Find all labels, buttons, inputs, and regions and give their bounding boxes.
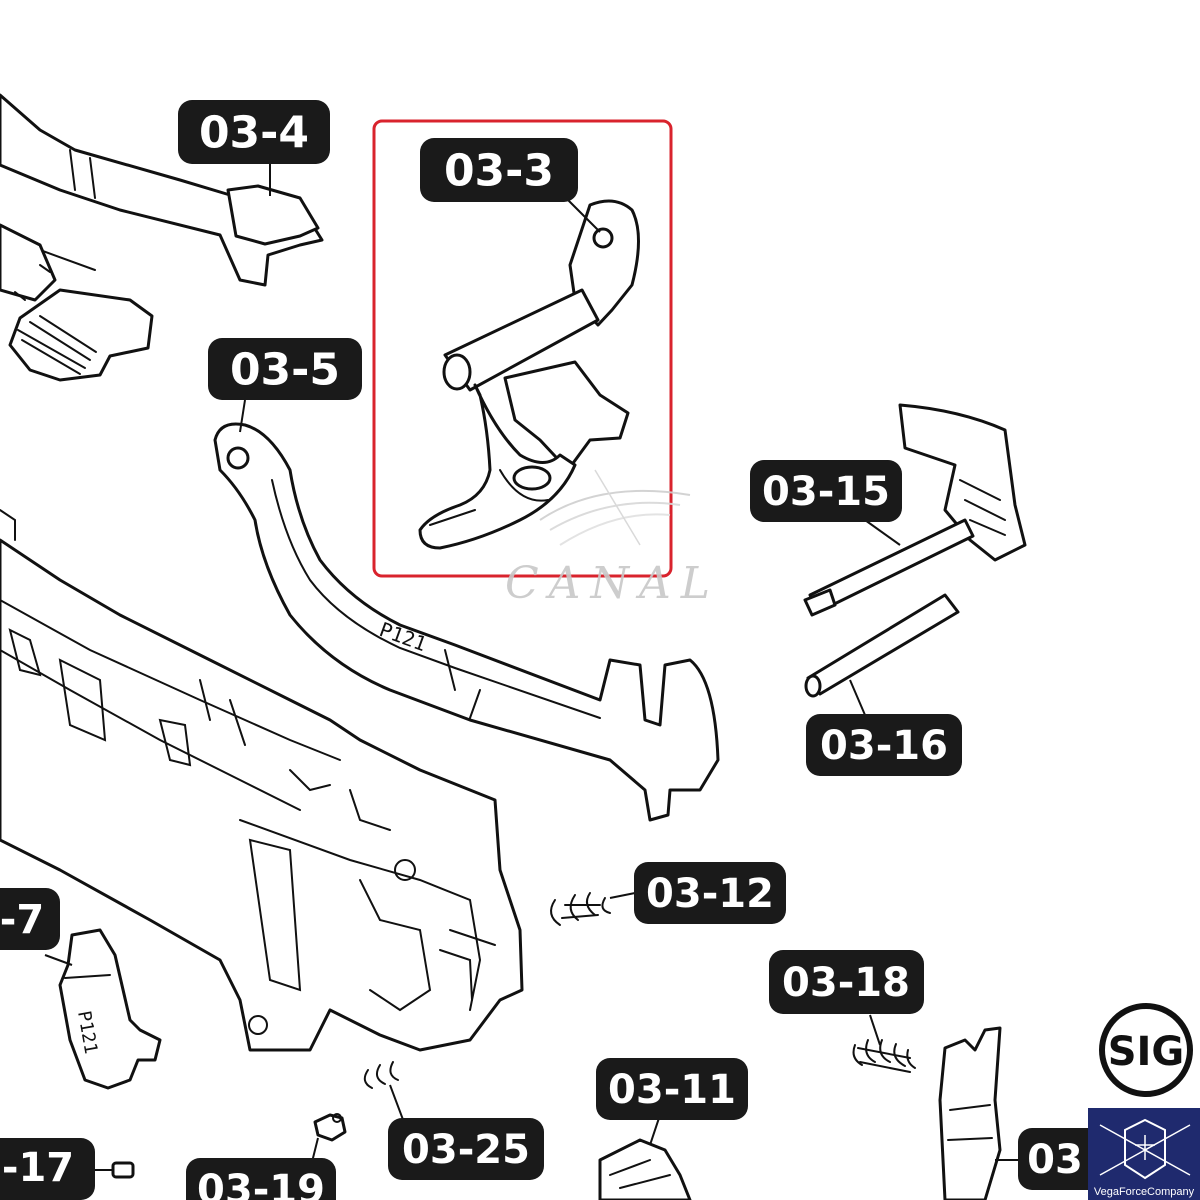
part-label-03-x: 03	[1018, 1128, 1108, 1190]
part-label-03-4: 03-4	[178, 100, 330, 164]
part-label-text: 03-4	[199, 108, 309, 159]
part-label-03-5: 03-5	[208, 338, 362, 400]
sig-logo: SIG	[1099, 1003, 1193, 1097]
part-label-text: 03-12	[646, 871, 774, 917]
part-label-03-15: 03-15	[750, 460, 902, 522]
part-label-text: 03-19	[197, 1167, 325, 1200]
part-label-text: 03-25	[402, 1127, 530, 1173]
part-label-text: 03-18	[782, 960, 910, 1006]
part-label-03-3: 03-3	[420, 138, 578, 202]
sig-logo-text: SIG	[1108, 1029, 1185, 1075]
part-03-x-drawing	[938, 1026, 1002, 1200]
part-03-4-drawing	[0, 93, 324, 382]
part-label-text: 03-5	[230, 345, 340, 396]
part-03-15-drawing	[803, 403, 1027, 617]
part-03-3-drawing	[372, 119, 673, 578]
part-03-7-drawing: P121	[58, 928, 162, 1090]
watermark-text: CANAL	[505, 558, 720, 609]
part-label-text: 03-16	[820, 723, 948, 769]
part-label-03-7: -7	[0, 888, 60, 950]
part-03-18-drawing	[852, 1039, 916, 1073]
part-label-03-11: 03-11	[596, 1058, 748, 1120]
part-03-19-drawing	[313, 1113, 347, 1142]
part-label-text: 03-11	[608, 1067, 736, 1113]
part-label-03-19: 03-19	[186, 1158, 336, 1200]
part-label-text: 03	[1027, 1137, 1083, 1183]
vegaforce-caption: VegaForceCompany	[1094, 1186, 1195, 1198]
part-03-17-drawing	[111, 1161, 135, 1179]
highlight-box	[372, 119, 673, 578]
housing-drawing	[0, 509, 524, 1052]
part-label-text: 03-3	[444, 146, 554, 197]
vegaforce-logo: VegaForceCompany	[1088, 1108, 1200, 1200]
part-label-03-18: 03-18	[769, 950, 924, 1014]
part-03-11-drawing	[598, 1138, 692, 1200]
part-label-text: 03-15	[762, 469, 890, 515]
part-03-16-drawing	[804, 593, 960, 698]
part-label-03-12: 03-12	[634, 862, 786, 924]
part-label-03-16: 03-16	[806, 714, 962, 776]
part-label-03-25: 03-25	[388, 1118, 544, 1180]
part-label-03-17: -17	[0, 1138, 95, 1200]
part-label-text: -17	[2, 1145, 74, 1191]
canal-watermark: CANAL	[505, 469, 720, 609]
part-label-text: -7	[0, 897, 44, 943]
part-03-12-drawing	[550, 892, 611, 926]
part-03-25-drawing	[363, 1061, 399, 1089]
